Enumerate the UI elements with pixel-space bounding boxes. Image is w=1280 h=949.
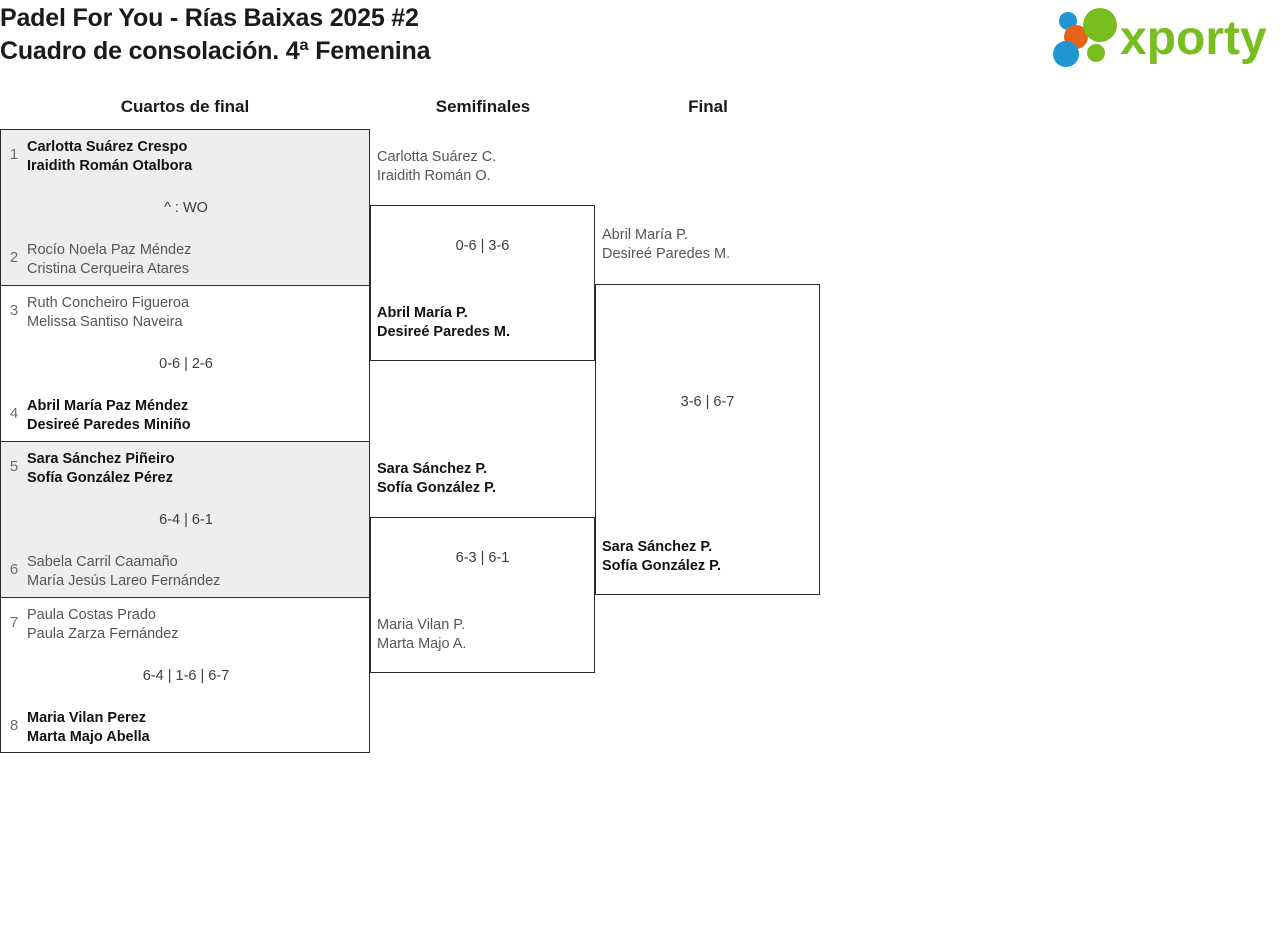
r1-match-3-score: 6-4 | 6-1	[159, 512, 213, 528]
r1-match-3-team-bottom: Sabela Carril Caamaño María Jesús Lareo …	[27, 553, 357, 590]
seed-number-2: 2	[9, 249, 19, 266]
column-header-final: Final	[688, 97, 728, 116]
r1-match-4-team-top: Paula Costas Prado Paula Zarza Fernández	[27, 606, 357, 643]
r1-match-1-team-bottom: Rocío Noela Paz Méndez Cristina Cerqueir…	[27, 241, 357, 278]
sf-match-1-team-bottom: Abril María P. Desireé Paredes M.	[377, 304, 592, 341]
player-name: Paula Zarza Fernández	[27, 625, 179, 642]
seed-number-1: 1	[9, 146, 19, 163]
player-name: Sofía González P.	[377, 479, 496, 496]
seed-number-3: 3	[9, 302, 19, 319]
tournament-title-block: Padel For You - Rías Baixas 2025 #2 Cuad…	[0, 2, 431, 68]
draw-subtitle: Cuadro de consolación. 4ª Femenina	[0, 37, 431, 65]
r1-match-2-score: 0-6 | 2-6	[159, 356, 213, 372]
player-name: Marta Majo Abella	[27, 728, 150, 745]
seed-number-4: 4	[9, 405, 19, 422]
r1-match-2[interactable]: Ruth Concheiro Figueroa Melissa Santiso …	[0, 285, 370, 441]
player-name: Abril María Paz Méndez	[27, 398, 189, 414]
player-name: María Jesús Lareo Fernández	[27, 572, 221, 589]
final-match-score: 3-6 | 6-7	[680, 394, 735, 410]
logo-dot-blue-large	[1053, 41, 1079, 67]
player-name: Sara Sánchez Piñeiro	[27, 451, 175, 467]
player-name: Abril María P.	[377, 305, 468, 321]
player-name: Sofía González Pérez	[27, 469, 173, 486]
sf-match-1-score: 0-6 | 3-6	[455, 238, 510, 254]
page-header: Padel For You - Rías Baixas 2025 #2 Cuad…	[0, 0, 1280, 90]
player-name: Maria Vilan Perez	[27, 710, 147, 726]
final-match-box[interactable]	[595, 284, 820, 595]
sf-match-2-box[interactable]	[370, 517, 595, 673]
r1-match-2-team-top: Ruth Concheiro Figueroa Melissa Santiso …	[27, 294, 357, 331]
sf-match-2-team-bottom: Maria Vilan P. Marta Majo A.	[377, 616, 592, 653]
final-match-team-bottom: Sara Sánchez P. Sofía González P.	[602, 538, 817, 575]
xporty-logo-graphic: xporty	[1053, 8, 1267, 67]
r1-match-3[interactable]: Sara Sánchez Piñeiro Sofía González Pére…	[0, 441, 370, 597]
player-name: Iraidith Román Otalbora	[27, 157, 193, 174]
seed-number-7: 7	[9, 614, 19, 631]
player-name: Melissa Santiso Naveira	[27, 313, 183, 330]
player-name: Marta Majo A.	[377, 635, 467, 652]
seed-number-5: 5	[9, 458, 19, 475]
player-name: Iraidith Román O.	[377, 167, 491, 184]
r1-match-4-score: 6-4 | 1-6 | 6-7	[142, 668, 230, 684]
player-name: Desireé Paredes M.	[377, 323, 510, 340]
r1-match-2-team-bottom: Abril María Paz Méndez Desireé Paredes M…	[27, 397, 357, 434]
player-name: Rocío Noela Paz Méndez	[27, 242, 192, 258]
logo-wordmark: xporty	[1120, 12, 1267, 65]
player-name: Carlotta Suárez Crespo	[27, 139, 188, 155]
column-header-semifinals: Semifinales	[435, 97, 531, 116]
player-name: Maria Vilan P.	[377, 617, 466, 633]
r1-match-1[interactable]: Carlotta Suárez Crespo Iraidith Román Ot…	[0, 129, 370, 285]
r1-match-4[interactable]: Paula Costas Prado Paula Zarza Fernández…	[0, 597, 370, 753]
logo-dot-blue-small	[1059, 12, 1077, 30]
sf-match-2-score: 6-3 | 6-1	[455, 550, 510, 566]
player-name: Desireé Paredes M.	[602, 245, 731, 262]
player-name: Paula Costas Prado	[27, 607, 156, 623]
r1-match-4-team-bottom: Maria Vilan Perez Marta Majo Abella	[27, 709, 357, 746]
player-name: Carlotta Suárez C.	[377, 149, 497, 165]
player-name: Sabela Carril Caamaño	[27, 554, 178, 570]
r1-match-3-team-top: Sara Sánchez Piñeiro Sofía González Pére…	[27, 450, 357, 487]
sf-match-1-team-top: Carlotta Suárez C. Iraidith Román O.	[377, 148, 592, 185]
final-match-team-top: Abril María P. Desireé Paredes M.	[602, 226, 817, 263]
r1-match-1-score: ^ : WO	[164, 200, 208, 216]
tournament-name: Padel For You - Rías Baixas 2025 #2	[0, 4, 419, 32]
player-name: Cristina Cerqueira Atares	[27, 260, 189, 277]
xporty-logo[interactable]: xporty	[1052, 6, 1278, 68]
player-name: Sara Sánchez P.	[377, 461, 488, 477]
r1-match-1-team-top: Carlotta Suárez Crespo Iraidith Román Ot…	[27, 138, 357, 175]
sf-match-1-box[interactable]	[370, 205, 595, 361]
column-header-quarterfinals: Cuartos de final	[120, 97, 250, 116]
logo-dot-green-large	[1083, 8, 1117, 42]
player-name: Abril María P.	[602, 227, 688, 243]
player-name: Sara Sánchez P.	[602, 539, 713, 555]
seed-number-6: 6	[9, 561, 19, 578]
seed-number-8: 8	[9, 717, 19, 734]
logo-dot-green-small	[1087, 44, 1105, 62]
player-name: Desireé Paredes Miniño	[27, 416, 191, 433]
sf-match-2-team-top: Sara Sánchez P. Sofía González P.	[377, 460, 592, 497]
player-name: Ruth Concheiro Figueroa	[27, 295, 190, 311]
player-name: Sofía González P.	[602, 557, 721, 574]
